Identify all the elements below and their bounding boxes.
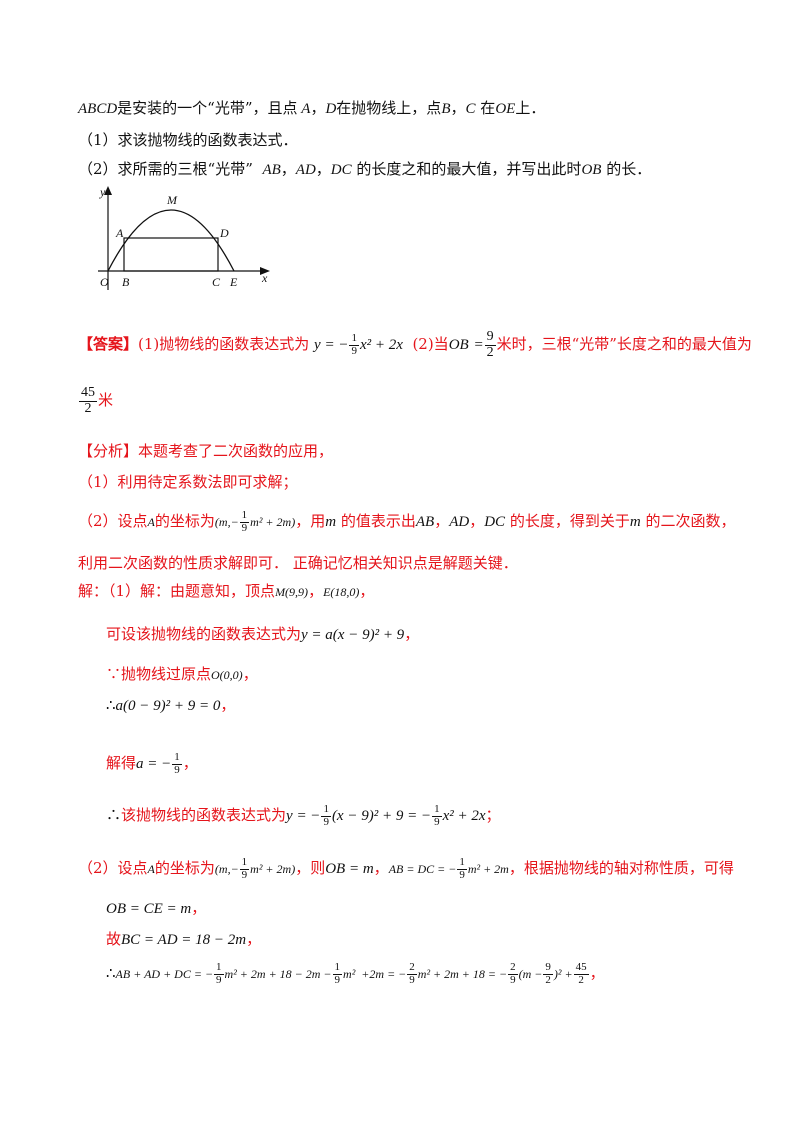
solution-part1-intro: 解：（1）解：由题意知，顶点M(9,9)，E(18,0)， bbox=[78, 582, 375, 600]
solution-origin: ∵抛物线过原点O(0,0)， bbox=[106, 665, 258, 683]
answer-tag: 【答案】 bbox=[78, 335, 139, 354]
problem-intro: ABCD是安装的一个“光带”，且点 A，D在抛物线上，点B，C 在OE上． bbox=[78, 99, 546, 117]
label-E: E bbox=[229, 275, 238, 289]
label-C: C bbox=[212, 275, 221, 289]
analysis-step-1: （1）利用待定系数法即可求解； bbox=[78, 473, 298, 491]
intro-text: 是安装的一个“光带”，且点 bbox=[117, 99, 298, 117]
solution-substitute: ∴a(0 − 9)² + 9 = 0， bbox=[106, 696, 236, 714]
label-y: y bbox=[99, 186, 106, 199]
label-O: O bbox=[100, 275, 109, 289]
label-A: A bbox=[115, 226, 124, 240]
label-D: D bbox=[219, 226, 229, 240]
analysis-step-3: 利用二次函数的性质求解即可． 正确记忆相关知识点是解题关键． bbox=[78, 554, 518, 572]
question-2: （2）求所需的三根“光带” AB，AD，DC 的长度之和的最大值，并写出此时OB… bbox=[78, 160, 652, 178]
solution-ob-ce: OB = CE = m， bbox=[106, 899, 207, 917]
parabola-diagram: y x O A B C D E M bbox=[98, 186, 270, 290]
label-M: M bbox=[166, 193, 178, 207]
question-1: （1）求该抛物线的函数表达式． bbox=[78, 131, 298, 149]
label-x: x bbox=[261, 271, 268, 285]
analysis-intro: 【分析】本题考查了二次函数的应用， bbox=[78, 442, 334, 460]
solution-bc-ad: 故BC = AD = 18 − 2m， bbox=[106, 930, 262, 948]
label-B: B bbox=[122, 275, 130, 289]
solution-vertex-form: 可设该抛物线的函数表达式为y = a(x − 9)² + 9， bbox=[106, 625, 420, 643]
